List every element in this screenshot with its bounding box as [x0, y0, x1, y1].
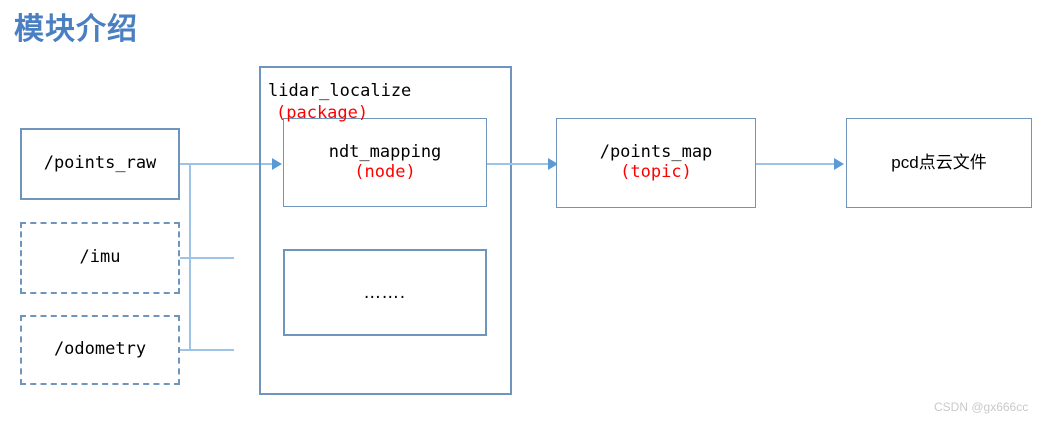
package-title: lidar_localize (package): [268, 80, 411, 124]
input-box-imu: /imu: [20, 222, 180, 294]
node-more-label: …….: [363, 282, 407, 303]
connector-odometry: [180, 349, 234, 351]
output-label-pcd-file: pcd点云文件: [891, 153, 987, 173]
topic-box-points-map: /points_map (topic): [556, 118, 756, 208]
topic-name-points-map: /points_map: [599, 142, 713, 163]
connector-trunk-vertical: [189, 163, 191, 351]
watermark: CSDN @gx666cc: [934, 400, 1029, 414]
input-label-points-raw: /points_raw: [43, 153, 157, 174]
output-box-pcd-file: pcd点云文件: [846, 118, 1032, 208]
node-name-ndt-mapping: ndt_mapping: [328, 141, 442, 162]
package-box-lidar-localize: [259, 66, 512, 395]
connector-trunk-to-package: [189, 163, 273, 165]
node-box-ndt-mapping: ndt_mapping (node): [283, 118, 487, 207]
package-kind: (package): [276, 103, 369, 124]
connector-node-to-topic: [487, 163, 555, 165]
page-title: 模块介绍: [14, 13, 138, 46]
arrow-head-to-topic: [548, 158, 558, 170]
topic-kind-points-map: (topic): [620, 162, 692, 182]
arrow-head-to-output: [834, 158, 844, 170]
arrow-head-to-package: [272, 158, 282, 170]
input-box-odometry: /odometry: [20, 315, 180, 385]
connector-topic-to-output: [756, 163, 838, 165]
input-box-points-raw: /points_raw: [20, 128, 180, 200]
node-kind-ndt-mapping: (node): [354, 161, 416, 182]
input-label-imu: /imu: [79, 247, 121, 268]
package-name: lidar_localize: [268, 81, 412, 101]
node-box-more: …….: [283, 249, 487, 336]
connector-imu: [180, 257, 234, 259]
input-label-odometry: /odometry: [53, 339, 147, 360]
